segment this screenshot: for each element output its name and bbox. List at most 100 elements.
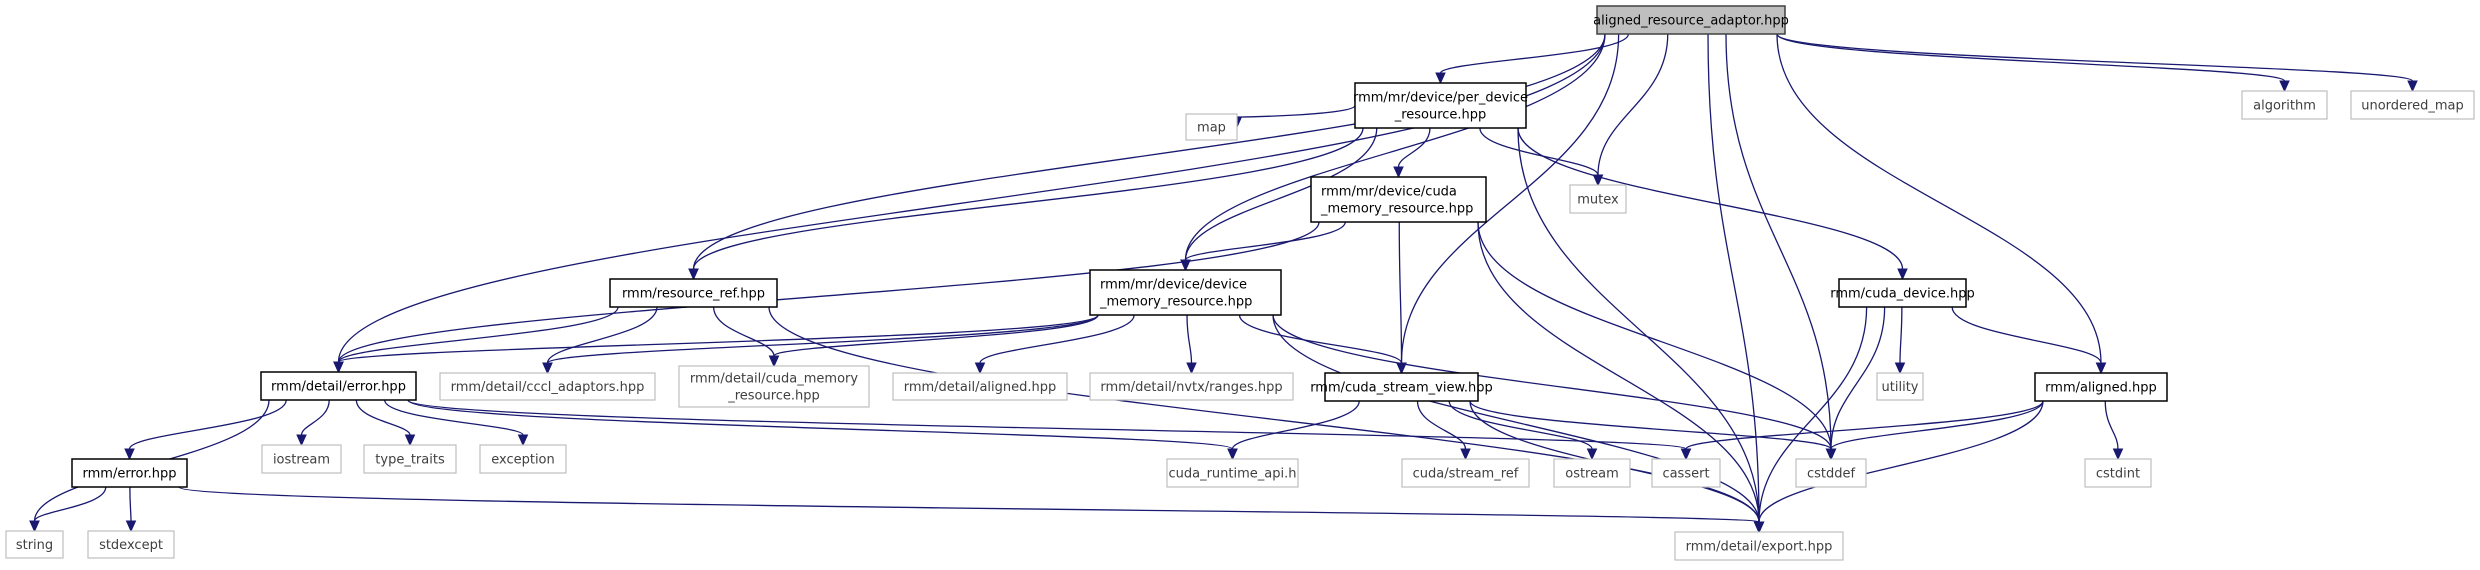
node-cuda-runtime[interactable]: cuda_runtime_api.h xyxy=(1166,458,1299,488)
node-box[interactable] xyxy=(71,458,188,488)
node-box[interactable] xyxy=(1401,458,1530,488)
node-cccl[interactable]: rmm/detail/cccl_adaptors.hpp xyxy=(439,372,656,401)
node-box[interactable] xyxy=(678,365,870,408)
node-exception[interactable]: exception xyxy=(479,444,567,474)
node-stream-ref[interactable]: cuda/stream_ref xyxy=(1401,458,1530,488)
node-box[interactable] xyxy=(1651,458,1721,488)
node-root[interactable]: aligned_resource_adaptor.hpp xyxy=(1593,5,1789,35)
arrowhead-icon xyxy=(1227,448,1238,461)
edge-rmm_error-to-export xyxy=(178,486,1760,523)
arrowhead-icon xyxy=(1680,448,1692,461)
node-utility[interactable]: utility xyxy=(1876,372,1924,401)
edge-per_device-to-map xyxy=(1236,104,1356,118)
node-label: iostream xyxy=(273,453,330,468)
node-box[interactable] xyxy=(261,444,342,474)
edge-stream_view-to-ostream xyxy=(1448,400,1593,450)
node-box[interactable] xyxy=(1185,113,1238,141)
arrowhead-icon xyxy=(404,434,416,447)
node-detail-error[interactable]: rmm/detail/error.hpp xyxy=(260,371,417,401)
arrowhead-icon xyxy=(1825,448,1837,461)
edge-per_device-to-dev_mr xyxy=(1184,127,1378,261)
node-box[interactable] xyxy=(1569,184,1627,214)
node-mutex[interactable]: mutex xyxy=(1569,184,1627,214)
node-label: rmm/cuda_device.hpp xyxy=(1830,287,1975,302)
node-box[interactable] xyxy=(439,372,656,401)
node-label: rmm/detail/cuda_memory xyxy=(690,372,858,387)
node-box[interactable] xyxy=(5,530,64,559)
node-box[interactable] xyxy=(1674,531,1844,561)
edge-dev_mr-to-cccl xyxy=(546,314,1099,364)
node-rmm-error[interactable]: rmm/error.hpp xyxy=(71,458,188,488)
edge-root-to-aligned xyxy=(1776,33,2102,364)
node-box[interactable] xyxy=(260,371,417,401)
arrowhead-icon xyxy=(124,448,135,461)
node-algorithm[interactable]: algorithm xyxy=(2241,90,2328,120)
edge-rmm_error-to-string xyxy=(33,486,107,522)
edge-dev_mr-to-cstddef xyxy=(1272,314,1832,450)
edge-detail_error-to-exception xyxy=(383,399,524,436)
arrowhead-icon xyxy=(1435,72,1446,85)
node-box[interactable] xyxy=(1596,5,1786,35)
edge-rmm_error-to-stdexcept xyxy=(129,486,132,522)
node-label: aligned_resource_adaptor.hpp xyxy=(1593,14,1789,29)
edge-resource_ref-to-detail_error xyxy=(337,306,619,363)
node-box[interactable] xyxy=(1089,269,1282,316)
node-box[interactable] xyxy=(1876,372,1924,401)
edge-detail_error-to-type_traits xyxy=(355,399,411,436)
node-box[interactable] xyxy=(1838,278,1967,308)
node-box[interactable] xyxy=(1795,458,1867,488)
node-box[interactable] xyxy=(2350,90,2475,120)
arrowhead-icon xyxy=(2095,362,2107,375)
node-label: unordered_map xyxy=(2361,99,2464,114)
node-cuda-mr[interactable]: rmm/mr/device/cuda_memory_resource.hpp xyxy=(1310,176,1487,223)
node-label: rmm/resource_ref.hpp xyxy=(622,287,765,302)
node-box[interactable] xyxy=(479,444,567,474)
node-ostream[interactable]: ostream xyxy=(1553,458,1631,488)
node-box[interactable] xyxy=(1354,82,1527,129)
node-box[interactable] xyxy=(1553,458,1631,488)
node-export[interactable]: rmm/detail/export.hpp xyxy=(1674,531,1844,561)
node-cstddef[interactable]: cstddef xyxy=(1795,458,1867,488)
node-stdexcept[interactable]: stdexcept xyxy=(87,530,175,559)
edge-detail_error-to-rmm_error xyxy=(128,399,287,450)
arrowhead-icon xyxy=(2279,80,2290,93)
node-type-traits[interactable]: type_traits xyxy=(363,444,457,474)
arrowhead-icon xyxy=(768,355,780,368)
node-box[interactable] xyxy=(87,530,175,559)
node-label: mutex xyxy=(1577,193,1619,208)
node-label: rmm/mr/device/cuda xyxy=(1321,185,1457,200)
node-aligned[interactable]: rmm/aligned.hpp xyxy=(2034,372,2168,402)
node-cuda-device[interactable]: rmm/cuda_device.hpp xyxy=(1830,278,1975,308)
nodes-layer: aligned_resource_adaptor.hpp rmm/mr/devic… xyxy=(5,5,2475,561)
node-detail-aligned[interactable]: rmm/detail/aligned.hpp xyxy=(892,372,1068,401)
edge-dev_mr-to-nvtx xyxy=(1186,314,1193,364)
node-cassert[interactable]: cassert xyxy=(1651,458,1721,488)
edge-cuda_device-to-aligned xyxy=(1951,306,2102,364)
node-map[interactable]: map xyxy=(1185,113,1238,141)
node-label: rmm/cuda_stream_view.hpp xyxy=(1310,381,1493,396)
node-nvtx[interactable]: rmm/detail/nvtx/ranges.hpp xyxy=(1089,372,1294,401)
node-box[interactable] xyxy=(363,444,457,474)
edge-aligned-to-export xyxy=(1758,400,2044,523)
node-cstdint[interactable]: cstdint xyxy=(2084,458,2152,488)
node-label: cstdint xyxy=(2096,467,2140,482)
node-box[interactable] xyxy=(1324,372,1479,402)
node-box[interactable] xyxy=(1166,458,1299,488)
node-box[interactable] xyxy=(1089,372,1294,401)
node-box[interactable] xyxy=(2034,372,2168,402)
node-box[interactable] xyxy=(2084,458,2152,488)
node-box[interactable] xyxy=(609,278,778,308)
node-string[interactable]: string xyxy=(5,530,64,559)
arrowhead-icon xyxy=(2112,448,2124,461)
node-unordered-map[interactable]: unordered_map xyxy=(2350,90,2475,120)
node-resource-ref[interactable]: rmm/resource_ref.hpp xyxy=(609,278,778,308)
node-iostream[interactable]: iostream xyxy=(261,444,342,474)
node-box[interactable] xyxy=(892,372,1068,401)
node-dev-mr[interactable]: rmm/mr/device/device_memory_resource.hpp xyxy=(1089,269,1282,316)
node-label: rmm/error.hpp xyxy=(83,467,177,482)
node-box[interactable] xyxy=(1310,176,1487,223)
node-box[interactable] xyxy=(2241,90,2328,120)
node-stream-view[interactable]: rmm/cuda_stream_view.hpp xyxy=(1310,372,1493,402)
node-per-device[interactable]: rmm/mr/device/per_device_resource.hpp xyxy=(1353,82,1528,129)
node-detail-cuda-mr[interactable]: rmm/detail/cuda_memory_resource.hpp xyxy=(678,365,870,408)
